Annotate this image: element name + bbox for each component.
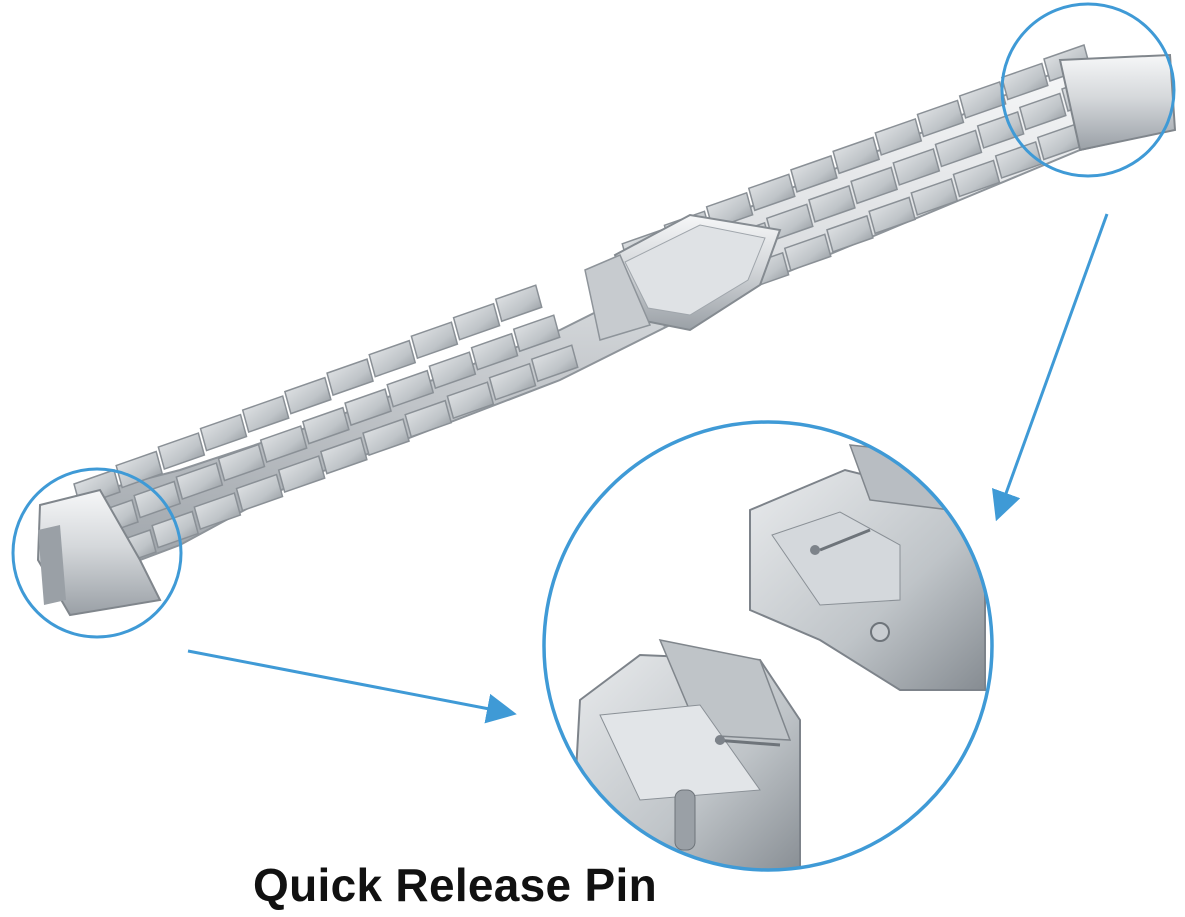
bracelet-link — [259, 425, 308, 464]
bracelet-link — [747, 173, 796, 212]
arrow-to-zoom-right — [992, 213, 1109, 522]
bracelet-link — [488, 362, 537, 401]
bracelet-link — [175, 462, 224, 501]
bracelet-link — [783, 233, 832, 272]
bracelet-link — [952, 159, 1001, 198]
bracelet-link — [115, 450, 164, 489]
bracelet-link — [958, 80, 1007, 119]
bracelet-link — [241, 395, 290, 434]
bracelet-link — [277, 455, 326, 494]
bracelet-link — [368, 339, 417, 378]
bracelet-link — [808, 184, 856, 223]
bracelet-link — [193, 492, 242, 531]
bracelet-link — [1000, 62, 1049, 101]
bracelet-link — [892, 147, 941, 186]
bracelet-link — [826, 214, 874, 253]
bracelet-link — [344, 388, 392, 427]
watch-bracelet — [36, 44, 1177, 617]
bracelet-link — [446, 381, 495, 420]
bracelet-link — [452, 302, 501, 341]
bracelet-link — [874, 117, 923, 156]
right-end-magnifier-circle — [1000, 2, 1176, 178]
bracelet-link — [910, 177, 959, 216]
bracelet-link — [133, 480, 182, 519]
bracelet-link — [494, 284, 543, 323]
bracelet-link — [386, 369, 435, 408]
arrow-to-zoom-left — [187, 649, 517, 724]
bracelet-link — [326, 358, 374, 397]
bracelet-link — [916, 99, 965, 138]
bracelet-link — [428, 351, 477, 390]
bracelet-link — [868, 196, 917, 235]
left-end-magnifier-circle — [11, 467, 183, 639]
bracelet-link — [512, 314, 561, 353]
clasp — [584, 213, 782, 341]
bracelet-link — [199, 413, 248, 452]
bracelet-link — [832, 136, 881, 175]
bracelet-link — [850, 166, 899, 205]
zoom-magnifier-circle — [542, 420, 994, 872]
bracelet-link — [235, 473, 284, 512]
bracelet-link — [470, 332, 519, 371]
bracelet-link — [976, 110, 1025, 149]
bracelet-link — [1018, 92, 1067, 131]
bracelet-link — [410, 321, 459, 360]
bracelet-link — [301, 406, 350, 445]
bracelet-link — [404, 399, 453, 438]
caption-title: Quick Release Pin — [253, 859, 657, 911]
bracelet-link — [157, 432, 206, 471]
zoom-detail — [542, 420, 994, 872]
bracelet-link — [362, 418, 410, 457]
bracelet-link — [217, 443, 266, 482]
bracelet-link — [934, 129, 983, 168]
bracelet-link — [319, 436, 368, 475]
bracelet-link — [151, 510, 200, 549]
bracelet-link — [530, 344, 579, 383]
bracelet-link — [790, 154, 838, 193]
bracelet-link — [283, 376, 332, 415]
